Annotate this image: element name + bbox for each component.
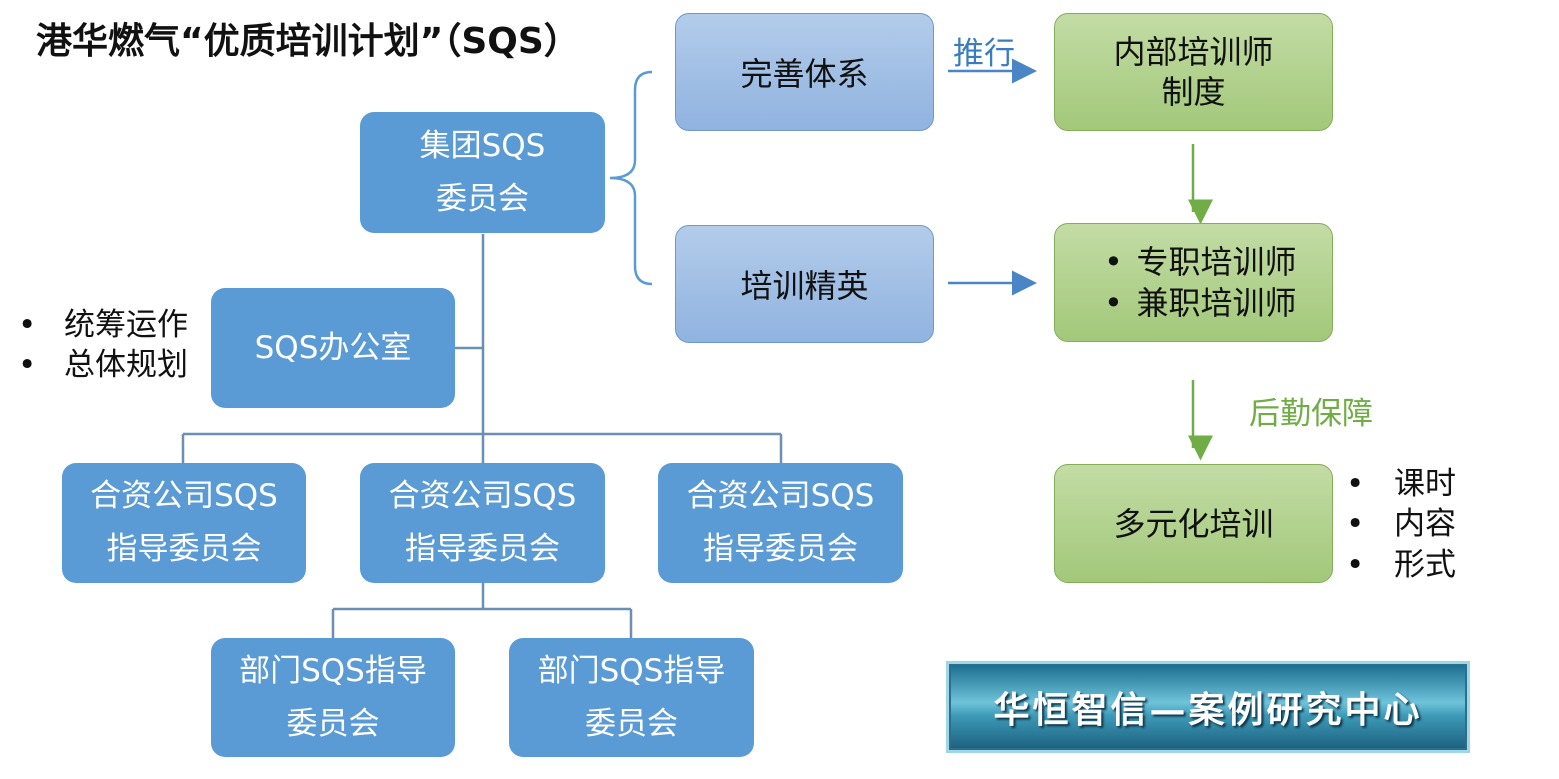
elite-box: 培训精英 (675, 225, 934, 343)
brace-connector (609, 70, 653, 286)
dept-committee-line1: 部门SQS指导 (239, 652, 427, 689)
promote-label: 推行 (953, 36, 1015, 72)
jv-committee-line2: 指导委员会 (703, 531, 858, 567)
jv-committee-box-2: 合资公司SQS 指导委员会 (360, 463, 605, 583)
trainer-types-box: • 专职培训师 • 兼职培训师 (1054, 223, 1333, 342)
jv-committee-line1: 合资公司SQS (686, 478, 875, 515)
bullet-dot: • (1104, 242, 1123, 281)
group-committee-box: 集团SQS 委员会 (360, 112, 605, 233)
jv-committee-line2: 指导委员会 (405, 531, 560, 567)
bullet-dot: • (1346, 506, 1365, 543)
logistics-label: 后勤保障 (1249, 396, 1373, 432)
trainer-type-item: 专职培训师 (1136, 242, 1297, 281)
jv-committee-line1: 合资公司SQS (90, 478, 278, 515)
elite-label: 培训精英 (740, 267, 869, 305)
diversified-bullet-item: 形式 (1394, 546, 1456, 583)
jv-committee-box-3: 合资公司SQS 指导委员会 (658, 463, 903, 583)
office-bullets: • 统筹运作 • 总体规划 (18, 305, 188, 386)
jv-committee-line1: 合资公司SQS (388, 478, 577, 515)
sqs-office-label: SQS办公室 (254, 329, 412, 366)
page-title: 港华燃气“优质培训计划”（SQS） (36, 21, 580, 62)
diversified-label: 多元化培训 (1113, 504, 1274, 543)
jv-committee-box-1: 合资公司SQS 指导委员会 (62, 463, 306, 583)
dept-committee-line2: 委员会 (286, 705, 380, 742)
dept-committee-line2: 委员会 (585, 705, 678, 742)
diversified-bullets: • 课时 • 内容 • 形式 (1346, 464, 1456, 585)
trainer-type-item: 兼职培训师 (1136, 283, 1297, 322)
case-center-banner: 华恒智信—案例研究中心 (946, 661, 1470, 753)
banner-text: 华恒智信—案例研究中心 (993, 689, 1423, 731)
dept-committee-box-2: 部门SQS指导 委员会 (509, 638, 754, 757)
bullet-dot: • (18, 347, 37, 384)
system-label: 完善体系 (740, 55, 869, 93)
trainer-system-line1: 内部培训师 (1113, 33, 1274, 71)
diversified-bullet-item: 内容 (1394, 506, 1456, 543)
bullet-dot: • (1346, 546, 1365, 583)
trainer-system-box: 内部培训师 制度 (1054, 13, 1333, 131)
trainer-system-line2: 制度 (1161, 73, 1226, 111)
diversified-bullet-item: 课时 (1394, 466, 1456, 502)
group-committee-line2: 委员会 (436, 180, 529, 217)
sqs-office-box: SQS办公室 (211, 288, 455, 408)
bullet-dot: • (1346, 466, 1365, 502)
bullet-dot: • (1104, 283, 1123, 322)
group-committee-line1: 集团SQS (419, 127, 546, 164)
system-box: 完善体系 (675, 13, 934, 131)
bullet-dot: • (18, 307, 37, 343)
office-bullet-item: 总体规划 (64, 347, 188, 384)
diversified-box: 多元化培训 (1054, 464, 1333, 583)
dept-committee-line1: 部门SQS指导 (537, 652, 726, 689)
dept-committee-box-1: 部门SQS指导 委员会 (211, 638, 455, 757)
jv-committee-line2: 指导委员会 (106, 531, 262, 567)
office-bullet-item: 统筹运作 (64, 307, 188, 343)
